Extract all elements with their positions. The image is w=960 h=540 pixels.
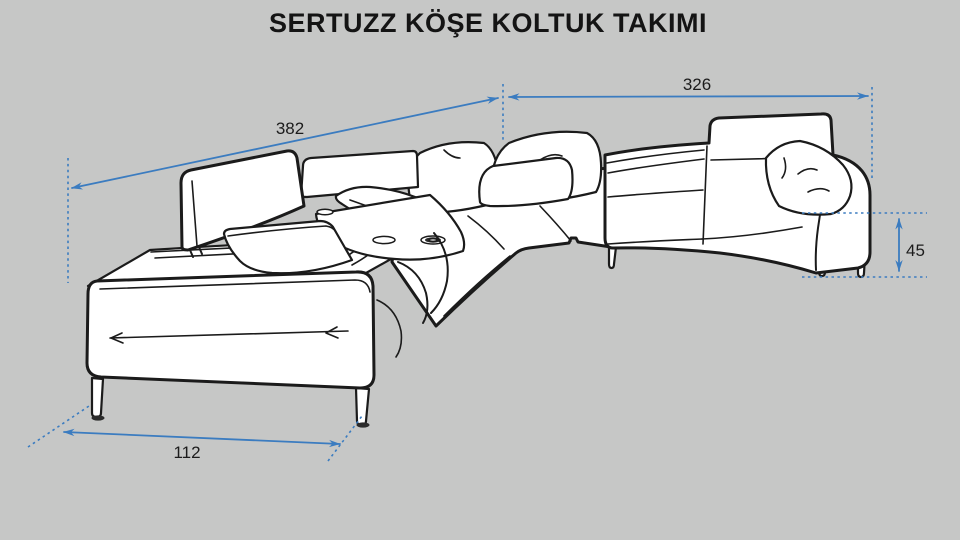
left-section (85, 149, 466, 428)
dimension-line-112 (63, 428, 341, 448)
right-arm-pillow (764, 139, 853, 216)
dimension-line-326 (508, 92, 869, 101)
dimension-label-112: 112 (173, 443, 200, 462)
dimension-annotations: 382 326 45 112 (27, 75, 927, 462)
left-front-panel (85, 270, 376, 390)
extension-line (327, 415, 363, 462)
extension-line (27, 405, 90, 448)
dimension-label-326: 326 (683, 75, 711, 94)
dimension-label-382: 382 (276, 119, 304, 138)
left-seat-pillow (222, 219, 354, 275)
page-title: SERTUZZ KÖŞE KOLTUK TAKIMI (269, 8, 707, 38)
right-sofa-section (603, 112, 872, 279)
dimension-line-382 (71, 96, 499, 190)
dimension-label-45: 45 (906, 241, 925, 260)
